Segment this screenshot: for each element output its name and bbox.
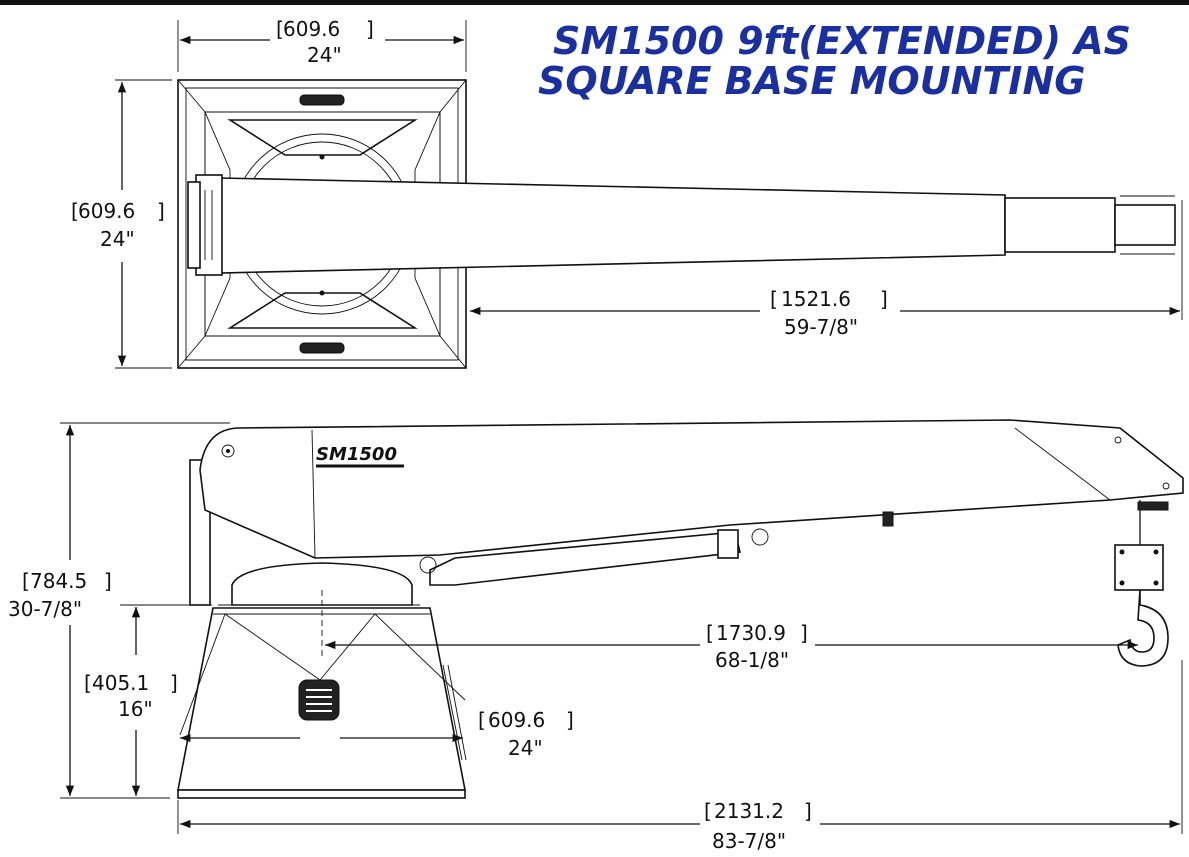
boom-top [219,177,1006,274]
svg-text:[: [ [22,569,30,593]
dim-top-height-in: 24" [100,227,135,251]
dim-hook-reach-mm: 1730.9 [716,621,786,645]
vent-icon [298,679,340,721]
dim-total-length-in: 83-7/8" [712,829,786,853]
svg-text:]: ] [566,708,574,732]
svg-text:[: [ [706,621,714,645]
dim-boom-reach: [] 1521.6 59-7/8" [470,200,1183,339]
dim-total-height-in: 30-7/8" [8,597,82,621]
svg-text:[: [ [478,708,486,732]
boom-side [199,419,1184,559]
dim-hook-reach-in: 68-1/8" [715,648,789,672]
dim-boom-reach-mm: 1521.6 [781,287,851,311]
dim-base-width-in: 24" [508,736,543,760]
dim-base-width: [] 609.6 24" [180,708,574,760]
dim-top-width-mm: 609.6 [283,17,340,41]
svg-text:[: [ [276,17,284,41]
sm1500-logo: SM1500 [316,444,397,465]
svg-text:[: [ [704,799,712,823]
svg-text:]: ] [804,799,812,823]
dim-top-height-mm: 609.6 [78,199,135,223]
svg-text:]: ] [170,671,178,695]
dim-total-height: [] 784.5 30-7/8" [8,422,230,799]
handle-bottom [299,342,345,354]
dim-total-length-mm: 2131.2 [714,799,784,823]
dim-top-width: 609.6 [] 24" [177,17,467,72]
dim-base-height-mm: 405.1 [92,671,149,695]
dim-top-height: [] 609.6 24" [71,79,172,369]
svg-text:[: [ [71,199,79,223]
svg-text:]: ] [880,287,888,311]
dim-base-height-in: 16" [118,697,153,721]
title-line-2: SQUARE BASE MOUNTING [538,59,1085,103]
boom-tip-top [1114,204,1176,246]
slew-drum [231,562,413,606]
title-line-1: SM1500 9ft(EXTENDED) AS [553,19,1131,63]
dim-hook-reach: [] 1730.9 68-1/8" [321,590,1138,672]
dim-total-length: [] 2131.2 83-7/8" [177,660,1183,853]
dim-base-height: [] 405.1 16" [84,604,212,796]
boom-extension-top [1004,197,1116,253]
handle-top [299,94,345,106]
dim-total-height-mm: 784.5 [30,569,87,593]
svg-text:]: ] [104,569,112,593]
svg-text:]: ] [800,621,808,645]
dim-top-width-in: 24" [307,43,342,67]
svg-text:]: ] [366,17,374,41]
side-view: SM1500 [177,419,1184,799]
top-view [177,79,1176,369]
top-border [0,0,1189,5]
svg-text:]: ] [157,199,165,223]
hydraulic-cylinder [429,531,741,586]
dim-base-width-mm: 609.6 [488,708,545,732]
hook-icon [1117,589,1169,667]
dim-boom-reach-in: 59-7/8" [784,315,858,339]
svg-text:[: [ [770,287,778,311]
base-plate [177,789,466,799]
svg-text:[: [ [84,671,92,695]
